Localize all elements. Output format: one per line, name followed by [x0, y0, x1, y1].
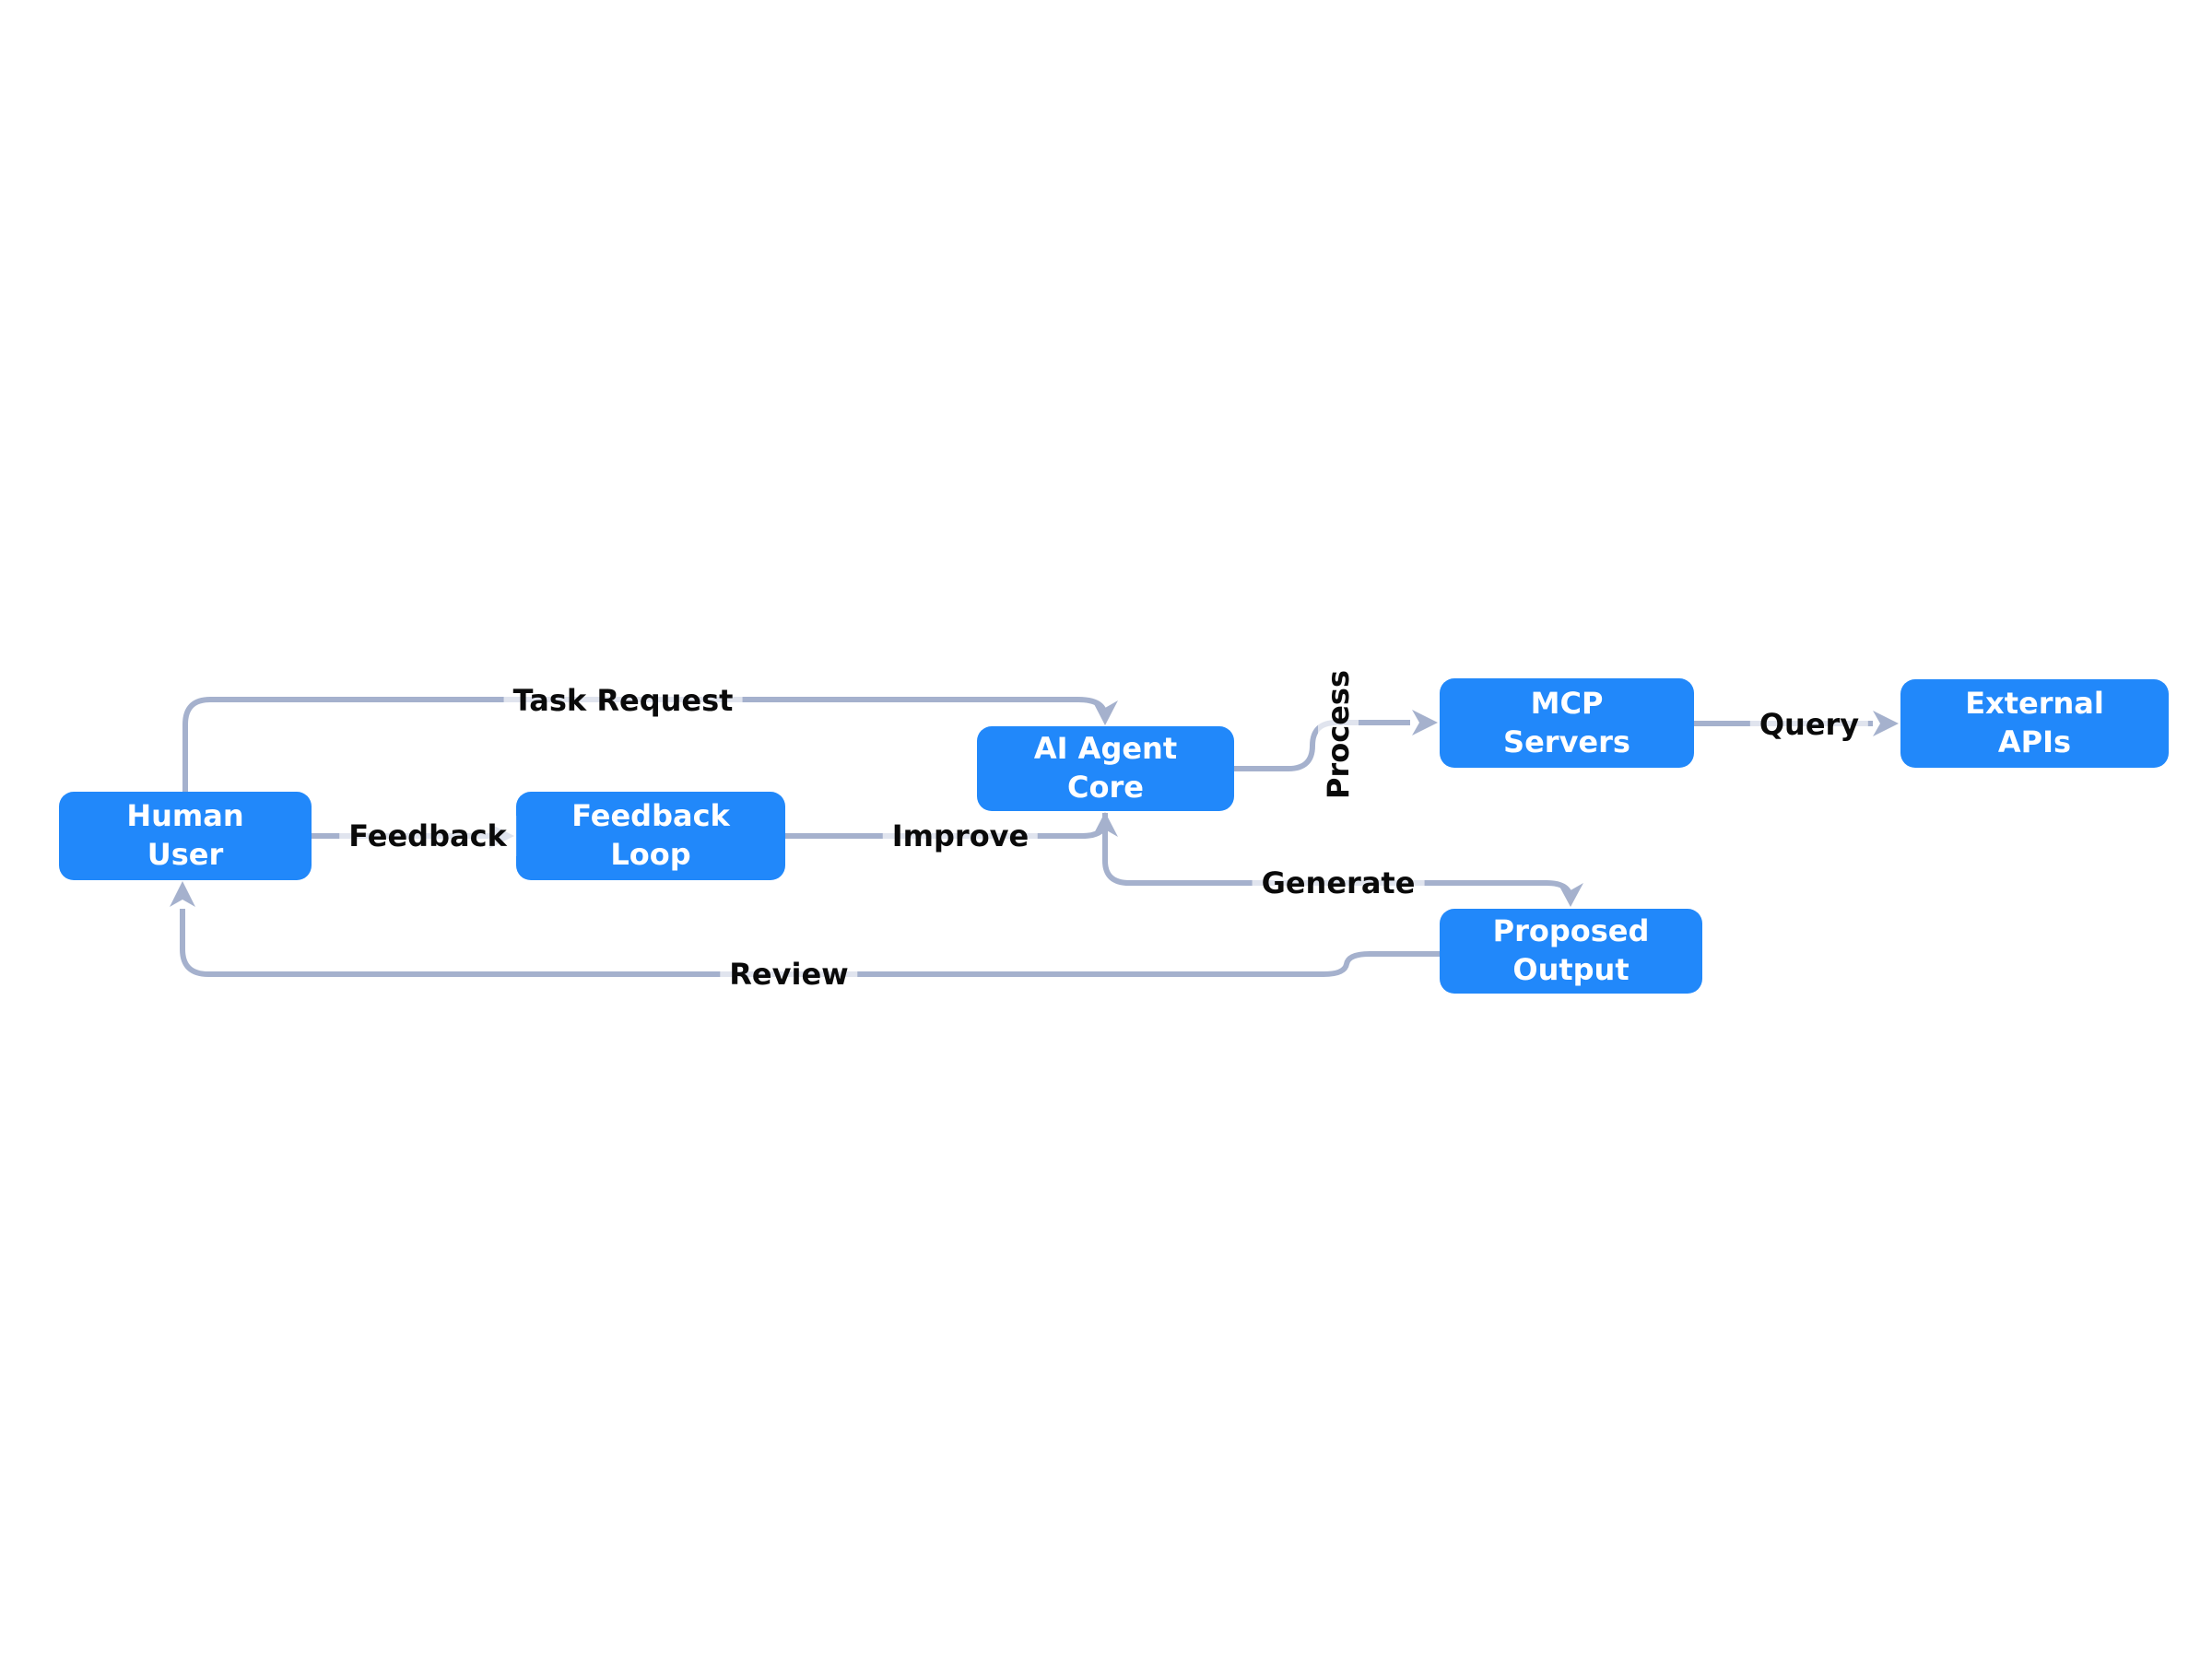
node-external-apis: External APIs — [1900, 679, 2169, 768]
edge-query-arrowhead — [1873, 711, 1899, 736]
node-ai-agent-core: AI Agent Core — [977, 726, 1234, 811]
edge-label-query: Query — [1749, 704, 1869, 745]
edge-label-generate: Generate — [1252, 863, 1425, 903]
edge-process-arrowhead — [1412, 710, 1438, 735]
node-feedback-loop: Feedback Loop — [516, 792, 785, 880]
edge-generate-arrowhead — [1558, 883, 1583, 907]
node-proposed-output: Proposed Output — [1440, 909, 1702, 994]
edge-label-feedback: Feedback — [339, 816, 516, 856]
edge-review-line — [180, 909, 1440, 977]
edge-task-request-arrowhead — [1092, 700, 1118, 725]
edge-label-improve: Improve — [882, 816, 1039, 856]
node-mcp-servers: MCP Servers — [1440, 678, 1694, 768]
edge-label-review: Review — [720, 954, 858, 994]
node-human-user: Human User — [59, 792, 312, 880]
edge-review-arrowhead — [170, 881, 195, 907]
edge-label-process: Process — [1318, 661, 1359, 808]
edge-label-task-request: Task Request — [503, 680, 743, 721]
